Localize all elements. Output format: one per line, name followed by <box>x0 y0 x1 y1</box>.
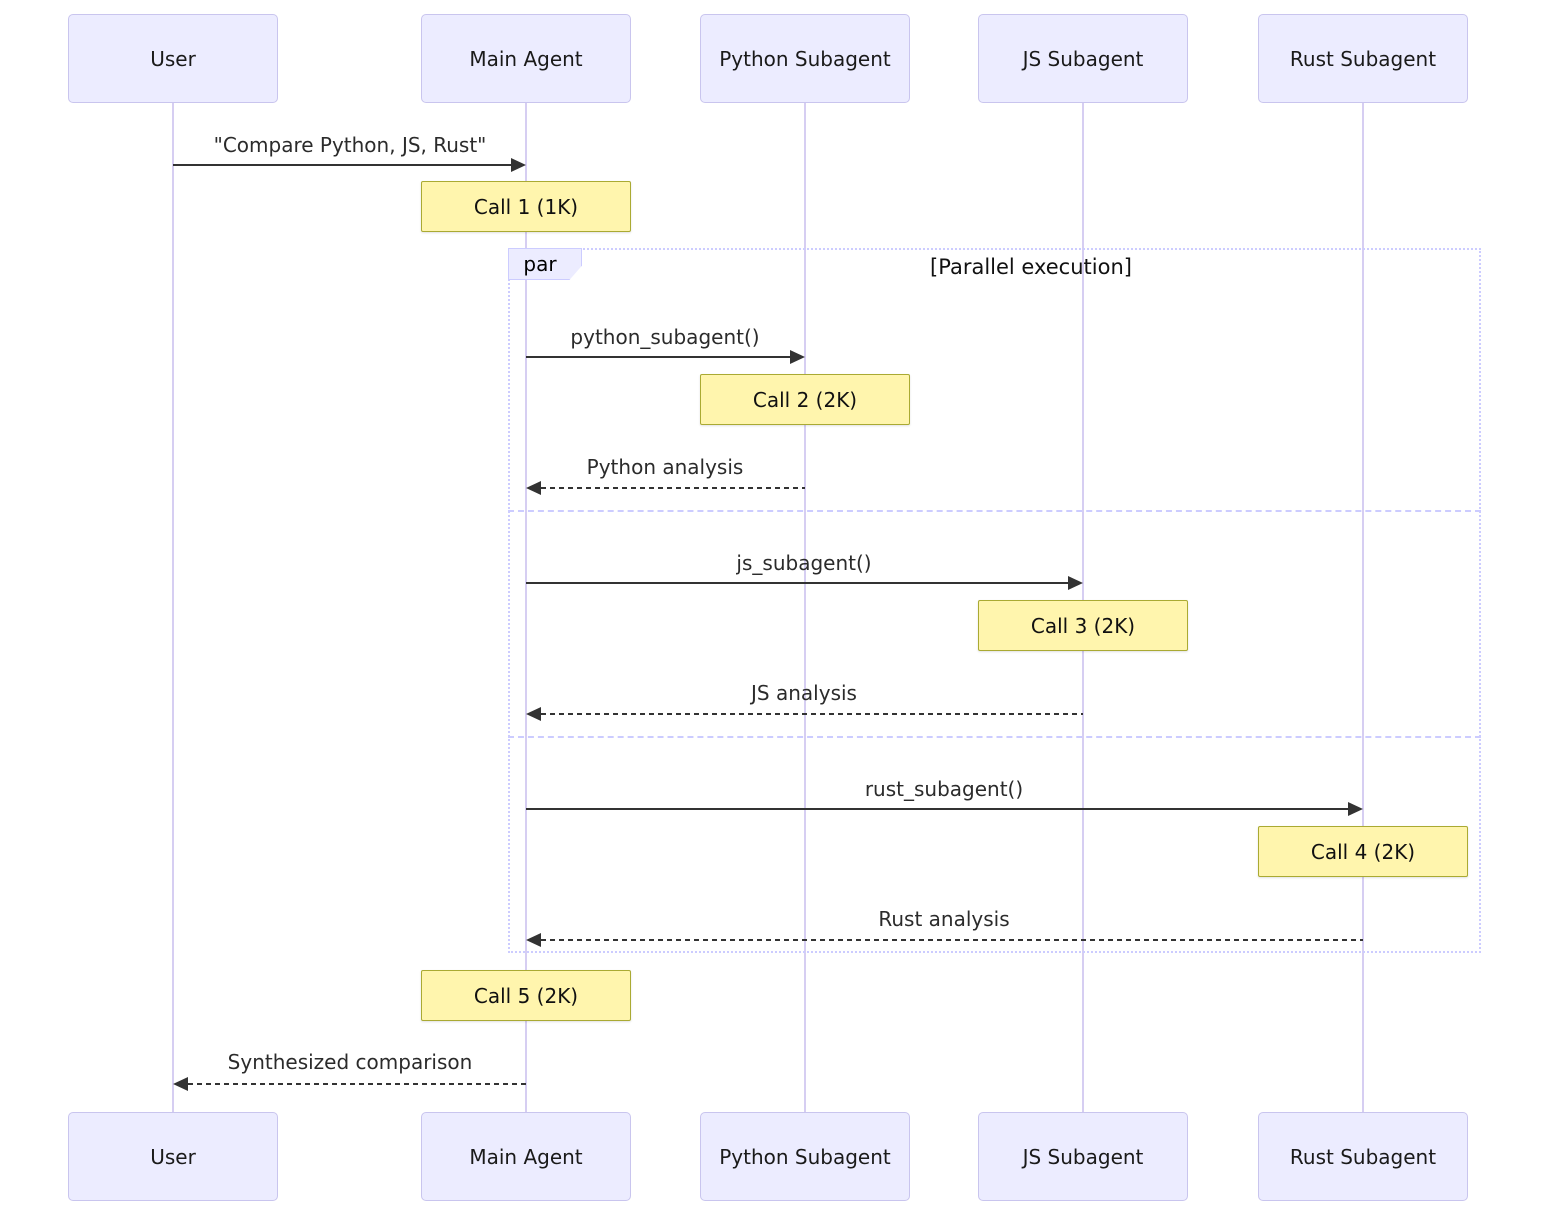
note-label: Call 4 (2K) <box>1310 839 1416 864</box>
lifeline-python-subagent <box>804 103 806 1112</box>
par-divider <box>508 736 1481 738</box>
note-label: Call 2 (2K) <box>752 387 858 412</box>
message-python-return-label: Python analysis <box>586 455 744 479</box>
actor-label: User <box>150 1144 196 1169</box>
note-call4: Call 4 (2K) <box>1258 826 1468 877</box>
message-request-label: "Compare Python, JS, Rust" <box>213 133 487 157</box>
arrowhead-right-icon <box>1348 802 1363 816</box>
par-label: par <box>508 248 582 280</box>
actor-bottom-rust-subagent: Rust Subagent <box>1258 1112 1468 1201</box>
note-call1: Call 1 (1K) <box>421 181 631 232</box>
note-call3: Call 3 (2K) <box>978 600 1188 651</box>
message-js-call-label: js_subagent() <box>736 551 872 575</box>
actor-top-js-subagent: JS Subagent <box>978 14 1188 103</box>
lifeline-rust-subagent <box>1362 103 1364 1112</box>
actor-label: Rust Subagent <box>1289 46 1437 71</box>
arrowhead-right-icon <box>1068 576 1083 590</box>
message-final-return-line <box>188 1083 526 1085</box>
actor-label: Python Subagent <box>719 1144 891 1169</box>
note-label: Call 1 (1K) <box>473 194 579 219</box>
actor-top-python-subagent: Python Subagent <box>700 14 910 103</box>
arrowhead-left-icon <box>526 933 541 947</box>
actor-label: Main Agent <box>469 46 583 71</box>
message-js-return-label: JS analysis <box>751 681 857 705</box>
message-python-call-line <box>526 356 792 358</box>
message-rust-return-label: Rust analysis <box>878 907 1010 931</box>
message-rust-call-line <box>526 808 1350 810</box>
actor-bottom-main-agent: Main Agent <box>421 1112 631 1201</box>
message-python-return-line <box>541 487 805 489</box>
actor-top-main-agent: Main Agent <box>421 14 631 103</box>
par-label-text: par <box>523 252 557 276</box>
actor-bottom-user: User <box>68 1112 278 1201</box>
actor-bottom-python-subagent: Python Subagent <box>700 1112 910 1201</box>
actor-label: Main Agent <box>469 1144 583 1169</box>
arrowhead-right-icon <box>790 350 805 364</box>
note-call2: Call 2 (2K) <box>700 374 910 425</box>
actor-top-user: User <box>68 14 278 103</box>
actor-top-rust-subagent: Rust Subagent <box>1258 14 1468 103</box>
actor-bottom-js-subagent: JS Subagent <box>978 1112 1188 1201</box>
message-final-return-label: Synthesized comparison <box>227 1050 473 1074</box>
arrowhead-right-icon <box>511 158 526 172</box>
message-request-line <box>173 164 512 166</box>
arrowhead-left-icon <box>173 1077 188 1091</box>
actor-label: JS Subagent <box>1022 46 1144 71</box>
note-call5: Call 5 (2K) <box>421 970 631 1021</box>
par-condition-label: [Parallel execution] <box>930 255 1132 279</box>
note-label: Call 5 (2K) <box>473 983 579 1008</box>
par-frame <box>508 248 1481 953</box>
actor-label: JS Subagent <box>1022 1144 1144 1169</box>
actor-label: Rust Subagent <box>1289 1144 1437 1169</box>
arrowhead-left-icon <box>526 707 541 721</box>
message-js-return-line <box>541 713 1083 715</box>
par-divider <box>508 510 1481 512</box>
message-python-call-label: python_subagent() <box>570 325 760 349</box>
message-rust-call-label: rust_subagent() <box>864 777 1024 801</box>
actor-label: Python Subagent <box>719 46 891 71</box>
lifeline-main-agent <box>525 103 527 1112</box>
message-rust-return-line <box>541 939 1363 941</box>
actor-label: User <box>150 46 196 71</box>
note-label: Call 3 (2K) <box>1030 613 1136 638</box>
lifeline-user <box>172 103 174 1112</box>
message-js-call-line <box>526 582 1070 584</box>
arrowhead-left-icon <box>526 481 541 495</box>
